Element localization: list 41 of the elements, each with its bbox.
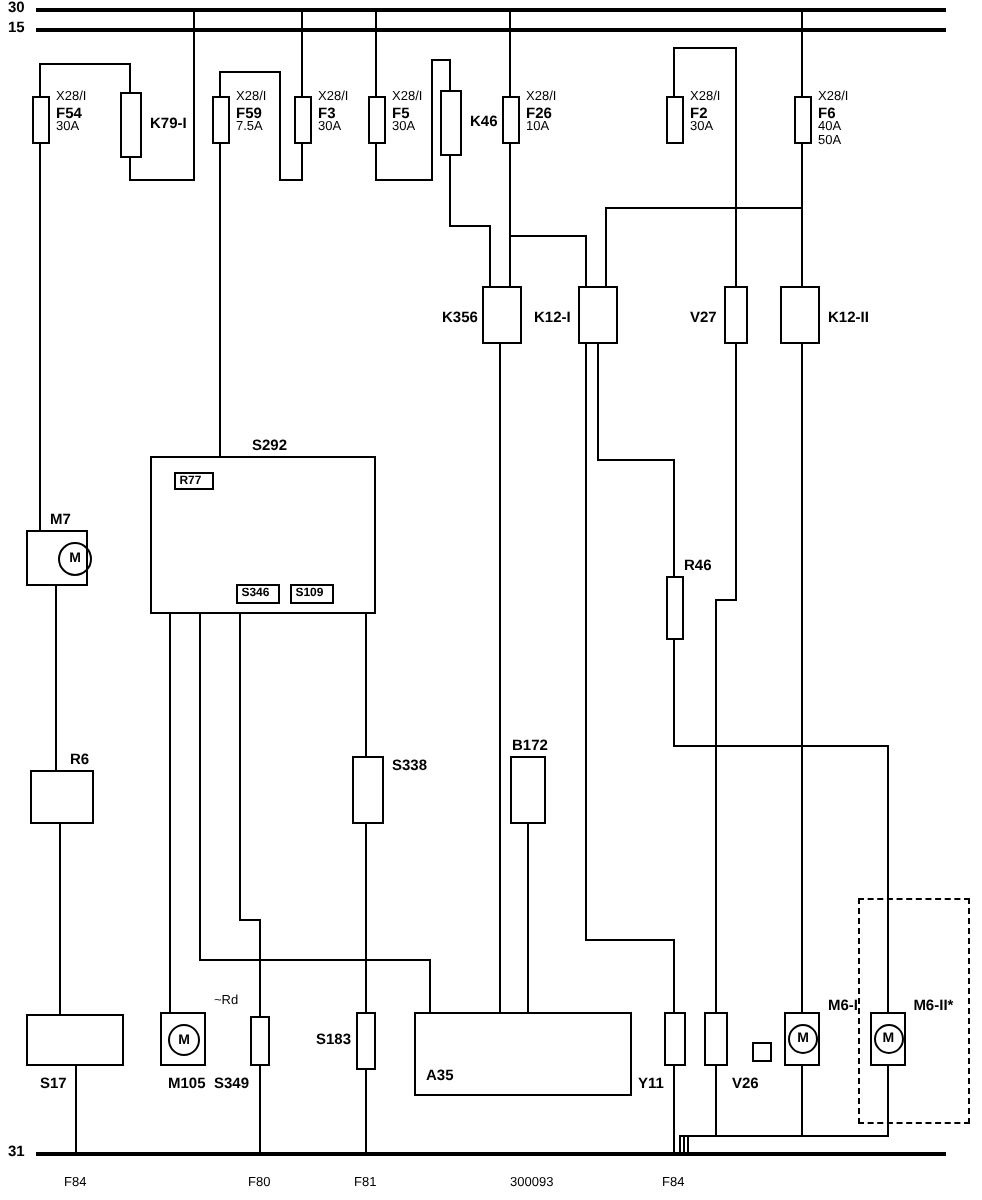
wire [509, 11, 511, 97]
wire [673, 639, 889, 1013]
wire [673, 47, 737, 287]
component-box [235, 583, 280, 604]
wire [39, 63, 131, 97]
wire [801, 11, 803, 97]
wire [499, 343, 501, 1013]
wire [301, 11, 303, 97]
component-box [289, 583, 334, 604]
wire [605, 143, 803, 287]
dashed-enclosure [858, 898, 970, 1124]
wire [365, 823, 367, 1013]
wire [219, 143, 221, 457]
wire [39, 143, 41, 531]
wire [375, 59, 451, 181]
wire [199, 613, 431, 1013]
wire [129, 11, 195, 181]
wire [259, 1065, 261, 1153]
terminal-box [752, 1042, 772, 1062]
wire [375, 11, 377, 97]
wire [687, 1065, 889, 1153]
wire [673, 1065, 675, 1153]
wire [449, 155, 491, 287]
wire [715, 343, 737, 1013]
wire [75, 1065, 77, 1153]
wire [219, 71, 303, 181]
wire [683, 1065, 803, 1153]
wire [801, 343, 803, 1013]
wire [365, 613, 367, 757]
wire [679, 1065, 717, 1153]
wire [585, 343, 675, 1013]
wire [239, 613, 261, 1017]
wire [365, 1069, 367, 1153]
component-box [414, 1012, 632, 1096]
wire [597, 343, 675, 577]
wire [59, 823, 61, 1015]
wire [55, 585, 57, 771]
wire [509, 143, 587, 287]
component-box [173, 471, 214, 490]
wire [169, 613, 171, 1013]
wire [527, 823, 529, 1013]
